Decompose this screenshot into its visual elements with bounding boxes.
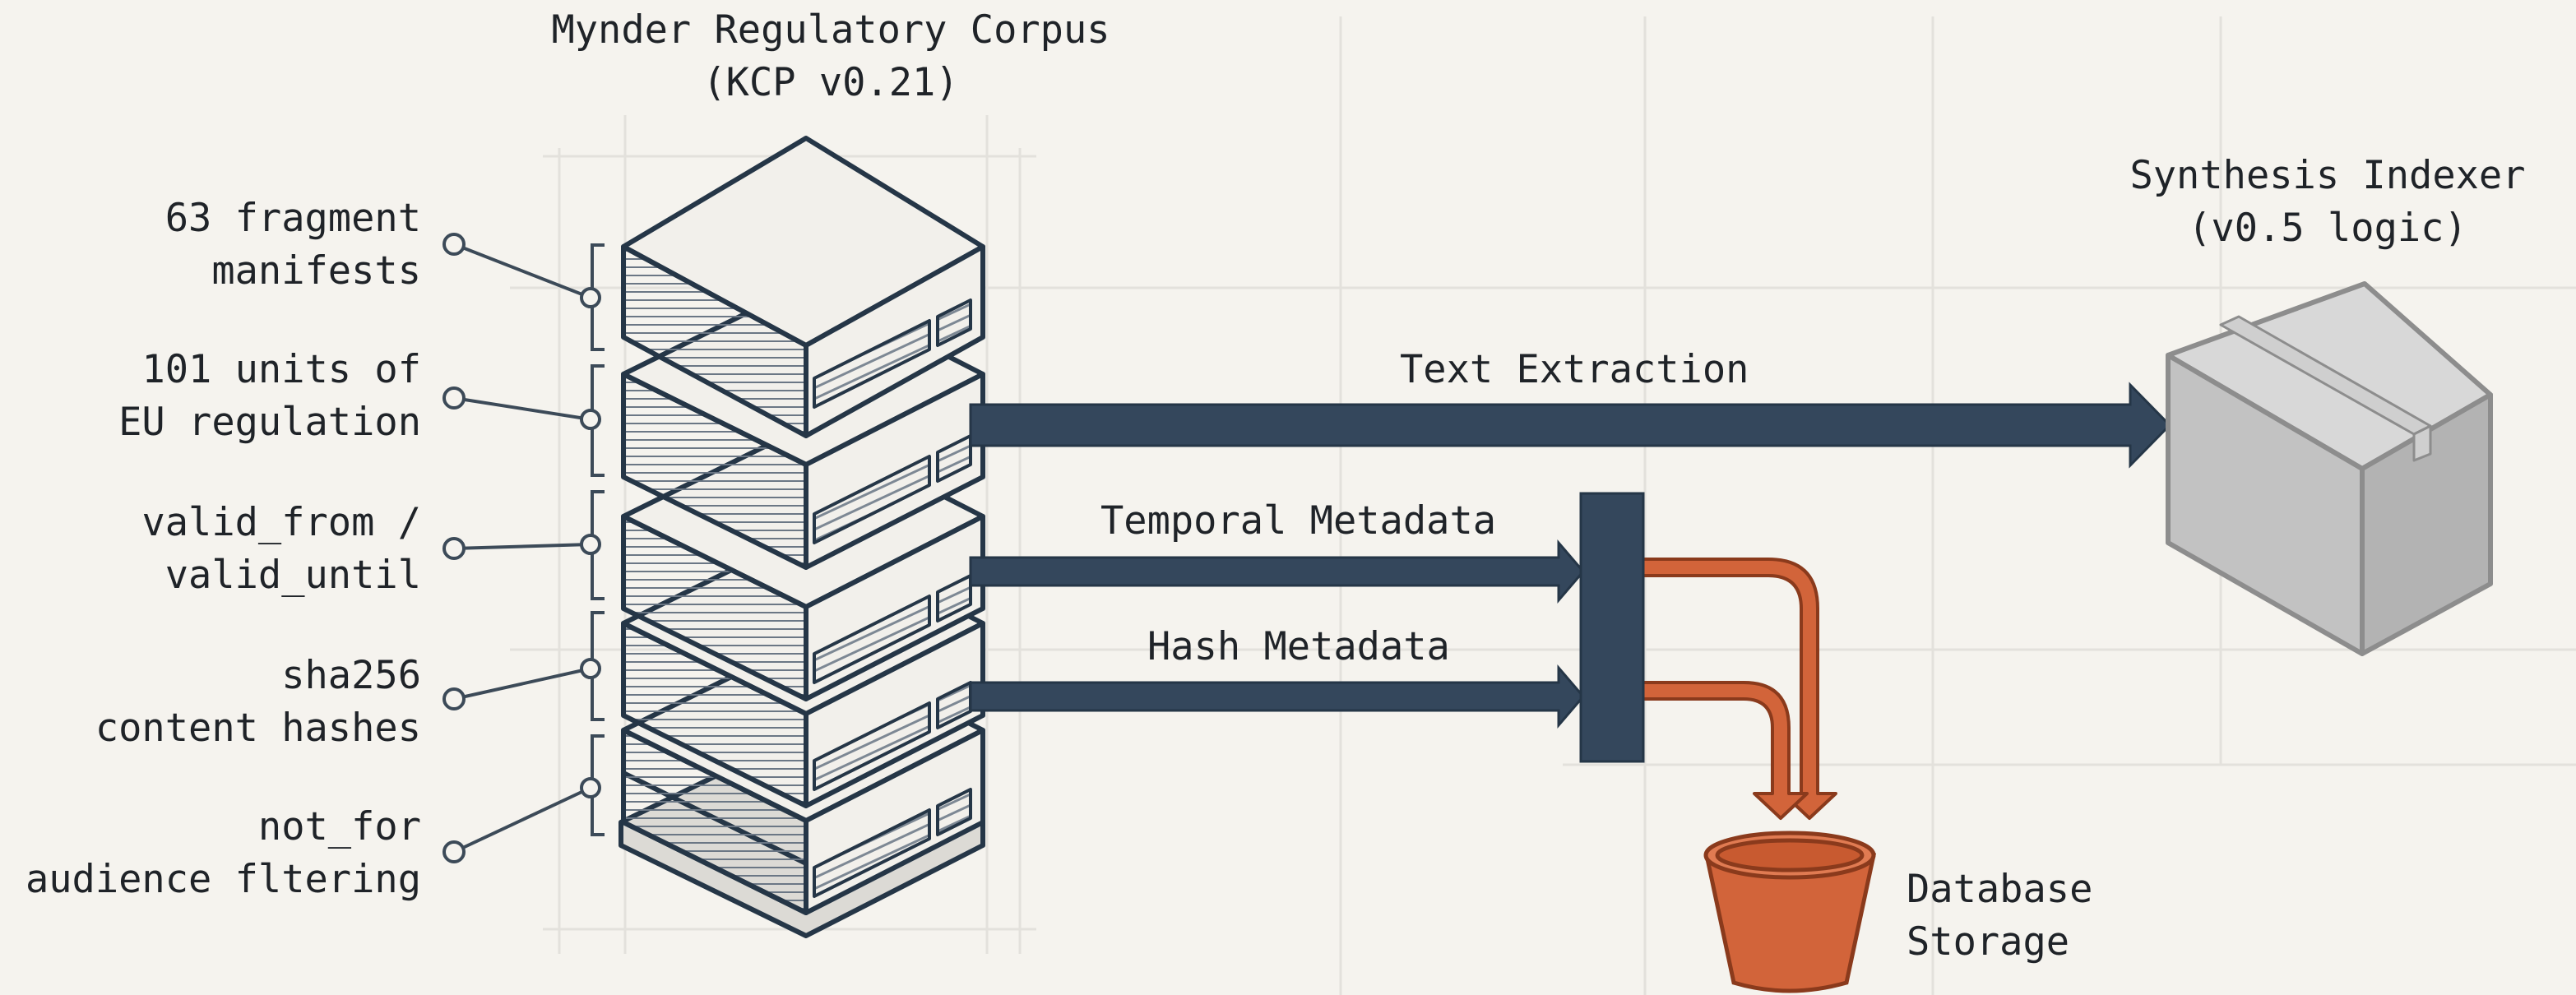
indexer-title: Synthesis Indexer (v0.5 logic): [2040, 150, 2576, 255]
feature-label-line2: audience fltering: [25, 857, 421, 902]
database-bucket-icon: [1703, 831, 1877, 993]
corpus-title: Mynder Regulatory Corpus (KCP v0.21): [461, 4, 1201, 109]
feature-label-line1: valid_from /: [141, 500, 421, 545]
feature-label-line1: sha256: [281, 653, 421, 698]
indexer-box-icon: [2166, 281, 2493, 656]
feature-callouts: [442, 233, 605, 863]
database-label-line1: Database: [1907, 867, 2093, 912]
server-unit-1: [621, 136, 985, 438]
feature-label-line2: valid_until: [164, 553, 421, 598]
server-stack-icon: [619, 136, 985, 938]
feature-label-line2: EU regulation: [118, 400, 421, 445]
temporal-metadata-label: Temporal Metadata: [1100, 498, 1497, 544]
indexer-title-line2: (v0.5 logic): [2188, 206, 2467, 251]
feature-label: not_for audience fltering: [25, 801, 421, 906]
feature-label: 63 fragment manifests: [165, 192, 421, 298]
corpus-title-line2: (KCP v0.21): [702, 60, 959, 105]
text-extraction-arrow: [969, 382, 2172, 469]
feature-label: sha256 content hashes: [95, 650, 421, 755]
indexer-title-line1: Synthesis Indexer: [2129, 153, 2526, 198]
splitter-bar: [1579, 492, 1645, 763]
hash-flow-pipe: [1639, 681, 1809, 820]
database-label-line2: Storage: [1907, 919, 2070, 965]
hash-arrow: [969, 664, 1585, 729]
corpus-title-line1: Mynder Regulatory Corpus: [551, 7, 1110, 53]
feature-label: 101 units of EU regulation: [118, 344, 421, 449]
temporal-flow-pipe: [1639, 558, 1837, 820]
text-extraction-label: Text Extraction: [1400, 347, 1749, 392]
database-flows: [1639, 558, 1837, 820]
feature-label-line1: 101 units of: [141, 347, 421, 392]
feature-label: valid_from / valid_until: [141, 497, 421, 602]
temporal-arrow: [969, 539, 1585, 604]
navy-arrows: [969, 382, 2172, 763]
hash-metadata-label: Hash Metadata: [1147, 624, 1450, 669]
database-label: Database Storage: [1907, 863, 2092, 969]
feature-label-line1: 63 fragment: [164, 196, 421, 241]
feature-label-line1: not_for: [257, 804, 421, 849]
feature-label-line2: manifests: [211, 248, 421, 294]
feature-label-line2: content hashes: [95, 706, 421, 751]
